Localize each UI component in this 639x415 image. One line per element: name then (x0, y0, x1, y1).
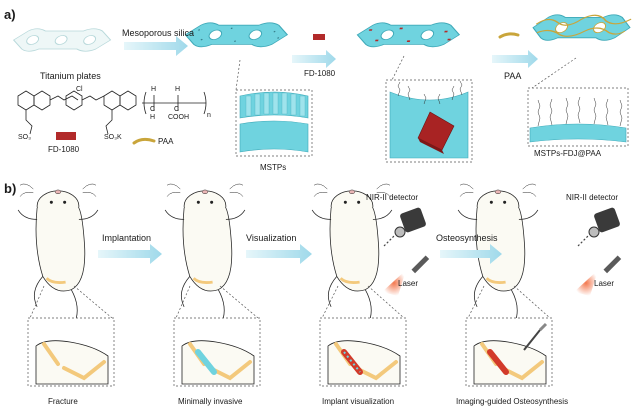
chem-h-3: H (150, 114, 156, 121)
zoom-box-1 (27, 317, 115, 387)
mstps-label: MSTPs (260, 163, 287, 172)
zoom-box-3 (319, 317, 407, 387)
titanium-plates-illustration (9, 28, 116, 52)
fd-1080-step-label: FD-1080 (304, 69, 336, 78)
paa-step-label: PAA (504, 71, 522, 81)
paa-legend-icon (132, 137, 156, 145)
chem-h-1: H (151, 86, 157, 93)
mstps-zoom (235, 59, 313, 157)
fd-arrow (292, 34, 336, 68)
chem-cooh: COOH (168, 114, 189, 121)
loaded-plate-illustration (352, 22, 465, 48)
laser-label-2: Laser (594, 279, 615, 288)
chem-so3: SO₃ (18, 134, 31, 141)
zoom-box-4 (465, 317, 553, 387)
zoom-leaders (29, 285, 551, 319)
fd-1080-icon (313, 34, 325, 40)
stage-arrows (98, 244, 502, 264)
titanium-plates-label: Titanium plates (40, 71, 101, 81)
nir-detector-label-2: NIR-II detector (566, 193, 619, 202)
panel-b (16, 182, 622, 387)
chem-so3k: SO₃K (104, 134, 122, 141)
laser-3 (382, 255, 430, 296)
paa-chain-icon (498, 32, 520, 39)
osteosynthesis-label: Osteosynthesis (436, 233, 498, 243)
paa-structure (142, 91, 207, 115)
paa-arrow (492, 32, 538, 68)
visualization-label: Visualization (246, 233, 297, 243)
mstps-fdj-paa-label: MSTPs-FDJ@PAA (534, 149, 602, 158)
nir-detector-label-1: NIR-II detector (366, 193, 419, 202)
panel-a-letter: a) (4, 7, 16, 22)
detector-3 (383, 207, 426, 247)
laser-4 (574, 255, 622, 296)
panel-a (9, 14, 636, 163)
paa-coated-zoom (527, 57, 629, 147)
chem-cl: Cl (76, 86, 83, 93)
chem-c-2: C (174, 106, 180, 113)
chem-n: n (207, 112, 211, 119)
detector-4 (577, 207, 620, 247)
chem-c-1: C (150, 106, 156, 113)
chem-h-2: H (175, 86, 181, 93)
fd-1080-legend-icon (56, 132, 76, 140)
fd-1080-legend-label: FD-1080 (48, 145, 80, 154)
caption-imaging-guided: Imaging-guided Osteosynthesis (456, 397, 569, 406)
mesoporous-silica-label: Mesoporous silica (122, 28, 195, 38)
paa-legend-label: PAA (158, 137, 174, 146)
mesoporous-arrow (124, 36, 188, 56)
implantation-label: Implantation (102, 233, 152, 243)
caption-fracture: Fracture (48, 397, 78, 406)
mstps-plate-illustration (180, 22, 293, 48)
final-plate-illustration (527, 14, 636, 41)
laser-label-1: Laser (398, 279, 419, 288)
panel-b-letter: b) (4, 181, 17, 196)
caption-minimally-invasive: Minimally invasive (178, 397, 243, 406)
caption-implant-visualization: Implant visualization (322, 397, 395, 406)
dye-loaded-zoom (385, 55, 473, 163)
fd-1080-structure (17, 90, 137, 135)
zoom-box-2 (173, 317, 261, 387)
